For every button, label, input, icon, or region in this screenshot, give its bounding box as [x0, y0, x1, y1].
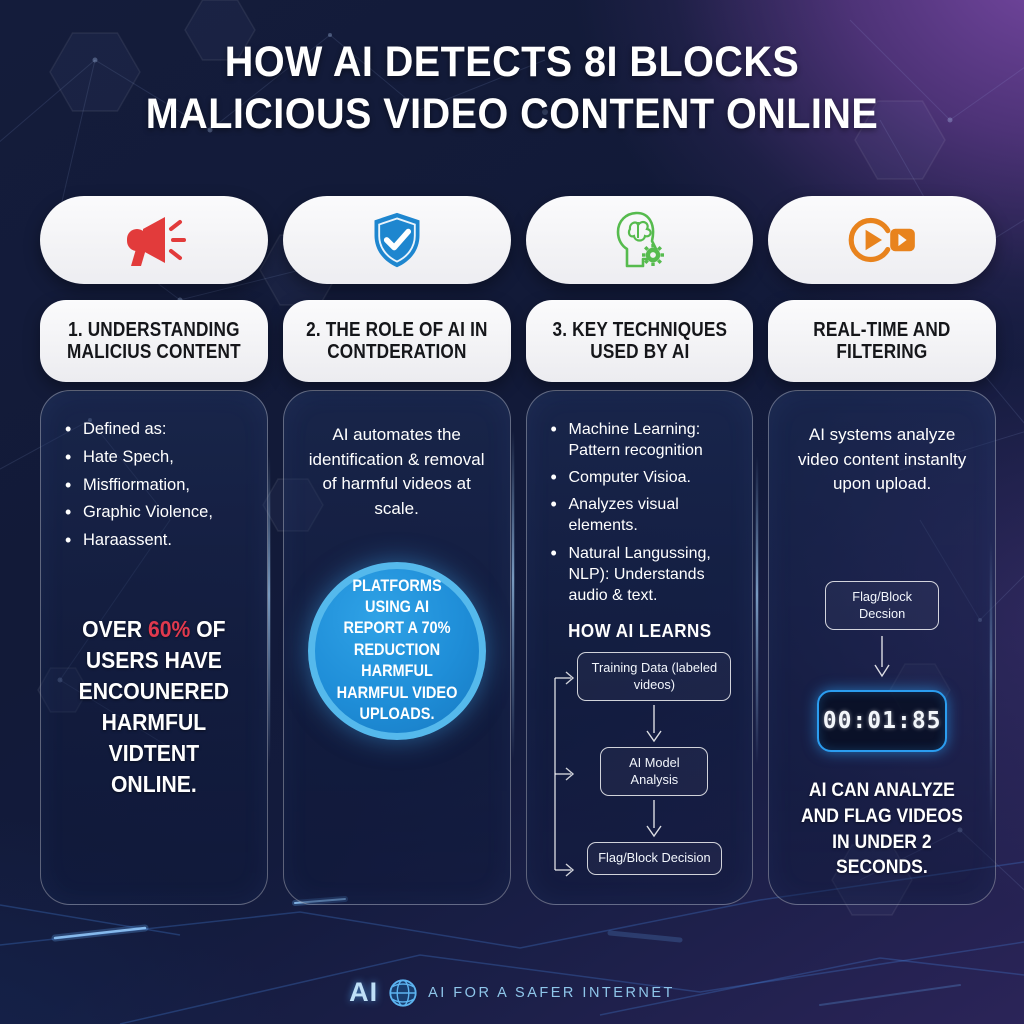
flow-step-training-data: Training Data (labeled videos): [577, 651, 732, 702]
footer-tagline: AI FOR A SAFER INTERNET: [428, 984, 675, 1001]
panel-1: Defined as: Hate Spech, Misffiormation, …: [40, 390, 268, 905]
footer-logo-text: AI: [349, 977, 379, 1007]
feedback-loop-arrows: [553, 671, 574, 877]
arrow-down-icon: [874, 636, 890, 678]
shield-check-icon: [374, 212, 420, 268]
timer-value: 00:01:85: [822, 708, 942, 735]
column-heading: 1. UNDERSTANDING MALICIUS CONTENT: [66, 318, 241, 363]
ai-automation-paragraph: AI automates the identification & remova…: [308, 425, 485, 518]
stat-highlight: 60%: [147, 615, 191, 642]
page-title-line1: HOW AI DETECTS 8I BLOCKS: [224, 38, 800, 86]
flow-step-flag-block: Flag/Block Decision: [587, 842, 722, 875]
globe-icon: [389, 978, 417, 1007]
page-title-line2: MALICIOUS VIDEO CONTENT ONLINE: [145, 90, 879, 139]
icon-pill-3: [525, 196, 754, 284]
heading-pill-4: REAL-TIME AND FILTERING: [768, 300, 996, 382]
video-play-icon: [848, 217, 915, 263]
stat-text: OF USERS HAVE ENCOUNERED HARMFUL VIDTENT…: [78, 615, 230, 797]
panel-3: Machine Learning: Pattern recognition Co…: [525, 390, 754, 905]
list-item: Analyzes visual elements.: [549, 493, 739, 536]
icon-pill-1: [40, 196, 268, 284]
column-key-techniques: 3. KEY TECHNIQUES USED BY AI Machine Lea…: [525, 196, 754, 905]
digital-timer: 00:01:85: [817, 690, 948, 753]
list-item: Hate Spech,: [63, 446, 253, 469]
list-item: Machine Learning: Pattern recognition: [549, 418, 739, 461]
icon-pill-4: [768, 196, 996, 284]
stat-text: OVER: [82, 615, 148, 642]
megaphone-icon: [126, 217, 186, 266]
column-heading: 3. KEY TECHNIQUES USED BY AI: [552, 318, 727, 363]
column-heading: 2. THE ROLE OF AI IN CONTDERATION: [305, 318, 488, 363]
panel-4: AI systems analyze video content instanl…: [768, 390, 996, 905]
icon-pill-2: [282, 196, 511, 284]
decision-timer-group: Flag/Block Decsion 00:01:85: [783, 580, 981, 753]
speed-stat: AI CAN ANALYZE AND FLAG VIDEOS IN UNDER …: [801, 779, 964, 879]
platforms-stat-circle: PLATFORMS USING AI REPORT A 70% REDUCTIO…: [307, 561, 486, 740]
column-understanding-malicious-content: 1. UNDERSTANDING MALICIUS CONTENT Define…: [40, 196, 268, 905]
real-time-paragraph: AI systems analyze video content instanl…: [798, 425, 967, 494]
light-streak: [756, 455, 758, 765]
light-streak: [268, 455, 270, 765]
column-real-time-filtering: REAL-TIME AND FILTERING AI systems analy…: [768, 196, 996, 905]
heading-pill-2: 2. THE ROLE OF AI IN CONTDERATION: [282, 300, 511, 382]
light-streak: [512, 430, 514, 760]
ai-head-gear-icon: [617, 211, 665, 268]
column-heading: REAL-TIME AND FILTERING: [813, 318, 951, 363]
users-stat: OVER 60% OF USERS HAVE ENCOUNERED HARMFU…: [65, 614, 243, 800]
panel-2: AI automates the identification & remova…: [282, 390, 511, 905]
list-item: Natural Langussing, NLP): Understands au…: [549, 542, 739, 606]
flag-block-decision-box: Flag/Block Decsion: [825, 580, 940, 631]
list-item: Misffiormation,: [63, 474, 253, 497]
page-title: HOW AI DETECTS 8I BLOCKS MALICIOUS VIDEO…: [41, 36, 983, 141]
light-streak: [990, 540, 992, 830]
flow-step-ai-model: AI Model Analysis: [600, 747, 709, 797]
column-role-of-ai: 2. THE ROLE OF AI IN CONTDERATION AI aut…: [282, 196, 511, 905]
list-item: Haraassent.: [63, 529, 253, 552]
list-item: Computer Visioa.: [549, 466, 739, 490]
arrow-down-icon: [646, 800, 662, 838]
heading-pill-3: 3. KEY TECHNIQUES USED BY AI: [525, 300, 754, 382]
definitions-list: Defined as: Hate Spech, Misffiormation, …: [55, 418, 253, 553]
arrow-down-icon: [646, 705, 662, 743]
how-ai-learns-flowchart: Training Data (labeled videos) AI Model …: [541, 651, 739, 877]
footer: AI AI FOR A SAFER INTERNET: [0, 977, 1024, 1008]
techniques-list: Machine Learning: Pattern recognition Co…: [541, 418, 739, 606]
flow-title: HOW AI LEARNS: [567, 619, 712, 641]
list-item: Defined as:: [63, 418, 253, 441]
list-item: Graphic Violence,: [63, 501, 253, 524]
circle-stat-text: PLATFORMS USING AI REPORT A 70% REDUCTIO…: [336, 576, 457, 724]
columns: 1. UNDERSTANDING MALICIUS CONTENT Define…: [40, 196, 996, 905]
heading-pill-1: 1. UNDERSTANDING MALICIUS CONTENT: [40, 300, 268, 382]
flow-steps: Training Data (labeled videos) AI Model …: [571, 651, 739, 875]
